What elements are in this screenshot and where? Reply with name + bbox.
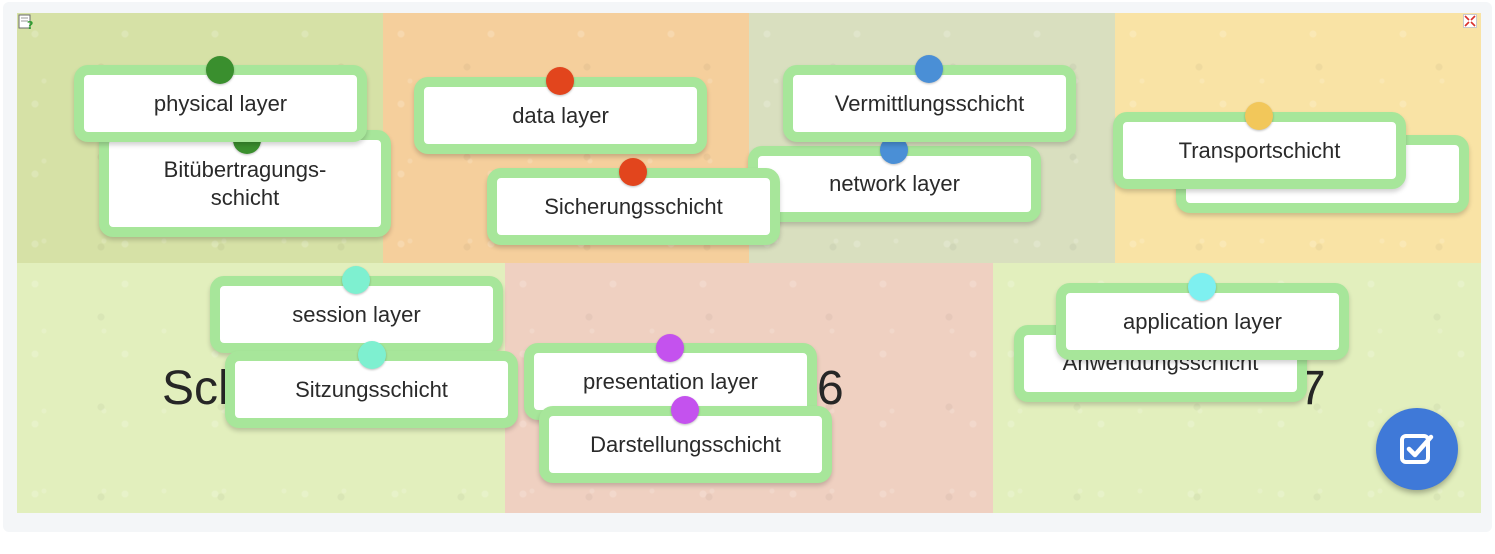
card-pin bbox=[1188, 273, 1216, 301]
svg-text:?: ? bbox=[27, 19, 33, 30]
card-pin bbox=[915, 55, 943, 83]
card-label: session layer bbox=[292, 301, 421, 327]
check-answer-button[interactable] bbox=[1376, 408, 1458, 490]
card-pin bbox=[671, 396, 699, 424]
card-pin bbox=[1245, 102, 1273, 130]
card-label: Vermittlungsschicht bbox=[834, 90, 1025, 116]
card-pin bbox=[546, 67, 574, 95]
help-icon[interactable]: ? bbox=[18, 14, 34, 32]
card-label: physical layer bbox=[153, 90, 288, 116]
card-label: Transportschicht bbox=[1178, 137, 1341, 163]
card-label: Sicherungsschicht bbox=[544, 193, 723, 219]
card-label: Bitübertragungs- schicht bbox=[163, 156, 327, 210]
card-label: network layer bbox=[829, 171, 960, 196]
check-icon bbox=[1400, 434, 1434, 464]
card-pin bbox=[358, 341, 386, 369]
card-pin bbox=[342, 266, 370, 294]
card-label: Darstellungsschicht bbox=[590, 431, 781, 457]
card-pin bbox=[656, 334, 684, 362]
card-label: data layer bbox=[512, 102, 609, 128]
fullscreen-toggle-icon[interactable] bbox=[1463, 14, 1477, 28]
card-pin bbox=[619, 158, 647, 186]
card-label: Sitzungsschicht bbox=[295, 376, 448, 402]
card-label: presentation layer bbox=[583, 368, 758, 394]
card-label: application layer bbox=[1123, 308, 1282, 334]
card-pin bbox=[206, 56, 234, 84]
